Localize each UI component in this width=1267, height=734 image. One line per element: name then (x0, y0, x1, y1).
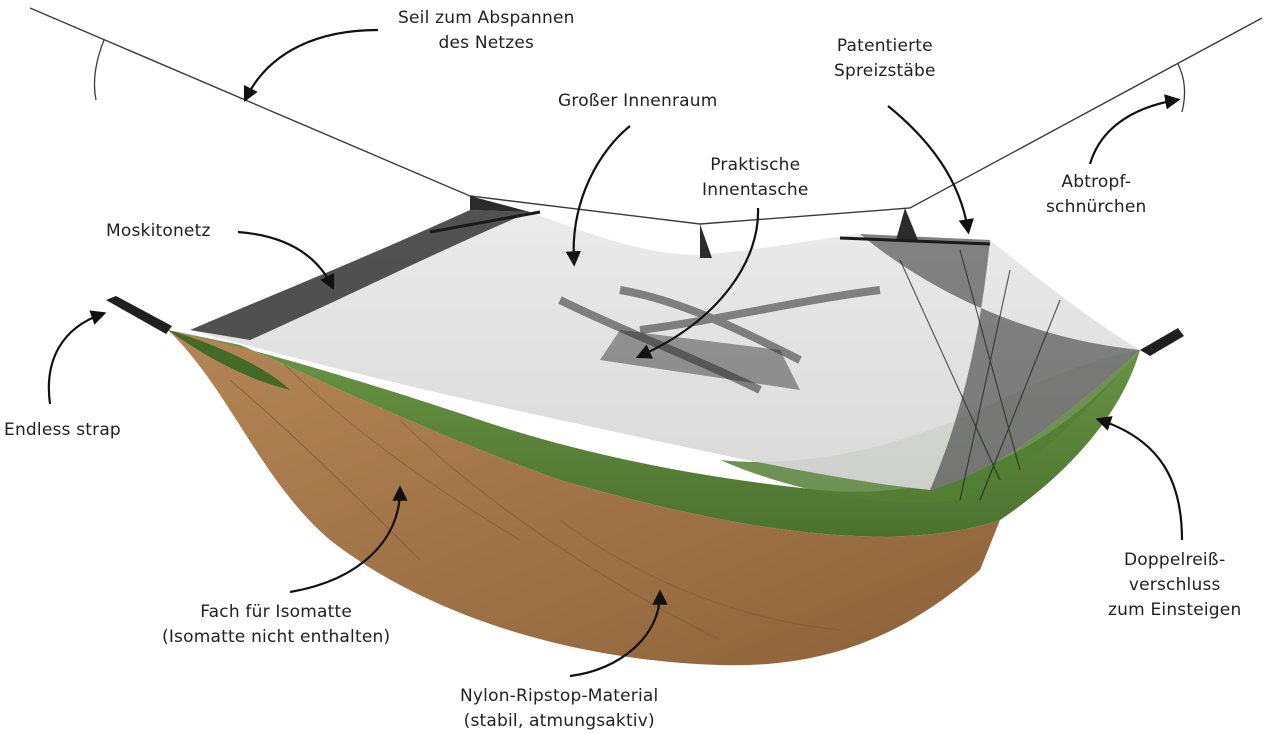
label-abtropf-line1: Abtropf- (1061, 172, 1132, 192)
label-reissverschluss-line1: Doppelreiß- (1124, 550, 1226, 570)
label-spreizstaebe: Patentierte Spreizstäbe (834, 34, 936, 84)
arrow-fach (289, 485, 408, 594)
label-strap: Endless strap (4, 418, 121, 443)
label-reissverschluss: Doppelreiß- verschluss zum Einsteigen (1108, 548, 1241, 623)
arrow-spreizstaebe (887, 105, 974, 235)
curved-arrow-icon (47, 28, 1184, 678)
arrow-seil (243, 28, 379, 103)
label-innenraum: Großer Innenraum (558, 89, 718, 114)
label-innentasche: Praktische Innentasche (702, 153, 809, 203)
label-fach-line1: Fach für Isomatte (200, 602, 353, 622)
label-innenraum-line1: Großer Innenraum (558, 91, 718, 111)
sleeping-pad-pocket (168, 330, 1000, 666)
arrow-reissverschluss (1095, 416, 1184, 541)
arrow-innenraum (565, 125, 631, 267)
label-fach-line2: (Isomatte nicht enthalten) (162, 627, 391, 647)
label-strap-line1: Endless strap (4, 420, 121, 440)
label-moskitonetz-line1: Moskitonetz (106, 221, 211, 241)
label-seil: Seil zum Abspannen des Netzes (398, 6, 575, 56)
label-spreizstaebe-line2: Spreizstäbe (834, 61, 936, 81)
label-seil-line2: des Netzes (438, 33, 535, 53)
label-spreizstaebe-line1: Patentierte (836, 36, 933, 56)
label-material: Nylon-Ripstop-Material (stabil, atmungsa… (460, 684, 658, 734)
label-reissverschluss-line2: verschluss (1128, 575, 1221, 595)
label-innentasche-line1: Praktische (710, 155, 801, 175)
arrow-innentasche (635, 207, 760, 359)
arrow-abtropf (1088, 94, 1181, 165)
label-material-line2: (stabil, atmungsaktiv) (463, 711, 655, 731)
arrow-moskitonetz (237, 230, 335, 291)
strap-end-icon (106, 296, 1184, 356)
label-fach: Fach für Isomatte (Isomatte nicht enthal… (162, 600, 390, 650)
arrow-strap (47, 310, 107, 405)
spreader-bars (429, 210, 991, 246)
label-abtropf: Abtropf- schnürchen (1046, 170, 1147, 220)
label-seil-line1: Seil zum Abspannen (398, 8, 575, 28)
label-reissverschluss-line3: zum Einsteigen (1108, 600, 1242, 620)
label-innentasche-line2: Innentasche (702, 180, 809, 200)
label-abtropf-line2: schnürchen (1046, 197, 1147, 217)
label-moskitonetz: Moskitonetz (106, 219, 211, 244)
arrow-material (569, 589, 668, 678)
label-material-line1: Nylon-Ripstop-Material (460, 686, 659, 706)
